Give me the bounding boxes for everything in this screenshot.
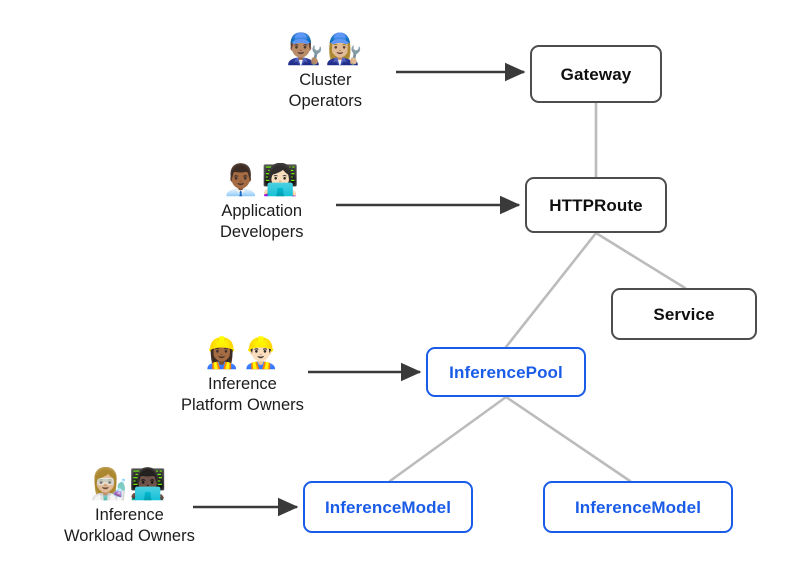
node-label-inferencepool: InferencePool [449, 362, 563, 382]
node-inferencepool[interactable]: InferencePool [426, 347, 586, 397]
persona-cluster-operators: 👨🏽‍🔧👩🏼‍🔧 Cluster Operators [286, 33, 365, 112]
relation-line-httproute-to-service [594, 231, 687, 290]
persona-avatars-inference-platform-owners: 👷🏾‍♀️👷🏻‍♂️ [203, 337, 282, 370]
relation-line-inferencepool-to-model-1 [388, 395, 508, 483]
node-service[interactable]: Service [611, 288, 757, 340]
node-gateway[interactable]: Gateway [530, 45, 662, 103]
persona-application-developers: 👨🏾‍💼👩🏻‍💻 Application Developers [220, 164, 303, 243]
persona-inference-platform-owners: 👷🏾‍♀️👷🏻‍♂️ Inference Platform Owners [181, 337, 304, 416]
node-label-httproute: HTTPRoute [549, 195, 643, 215]
persona-avatars-inference-workload-owners: 👩🏼‍🔬👨🏿‍💻 [90, 468, 169, 501]
persona-label-inference-platform-owners: Inference Platform Owners [181, 375, 304, 414]
persona-inference-workload-owners: 👩🏼‍🔬👨🏿‍💻 Inference Workload Owners [64, 468, 195, 547]
persona-avatars-application-developers: 👨🏾‍💼👩🏻‍💻 [222, 164, 302, 197]
node-httproute[interactable]: HTTPRoute [525, 177, 667, 233]
relation-line-inferencepool-to-model-2 [504, 395, 632, 483]
node-label-gateway: Gateway [560, 64, 632, 84]
node-label-service: Service [653, 304, 715, 324]
persona-label-inference-workload-owners: Inference Workload Owners [64, 506, 195, 545]
node-label-inferencemodel2: InferenceModel [574, 497, 702, 517]
node-inferencemodel1[interactable]: InferenceModel [303, 481, 473, 533]
relation-line-httproute-to-inferencepool [504, 231, 598, 349]
persona-label-cluster-operators: Cluster Operators [288, 71, 363, 110]
node-label-inferencemodel1: InferenceModel [324, 497, 452, 517]
node-inferencemodel2[interactable]: InferenceModel [543, 481, 733, 533]
persona-arrows [193, 62, 526, 517]
persona-avatars-cluster-operators: 👨🏽‍🔧👩🏼‍🔧 [286, 33, 365, 66]
persona-label-application-developers: Application Developers [220, 202, 304, 241]
